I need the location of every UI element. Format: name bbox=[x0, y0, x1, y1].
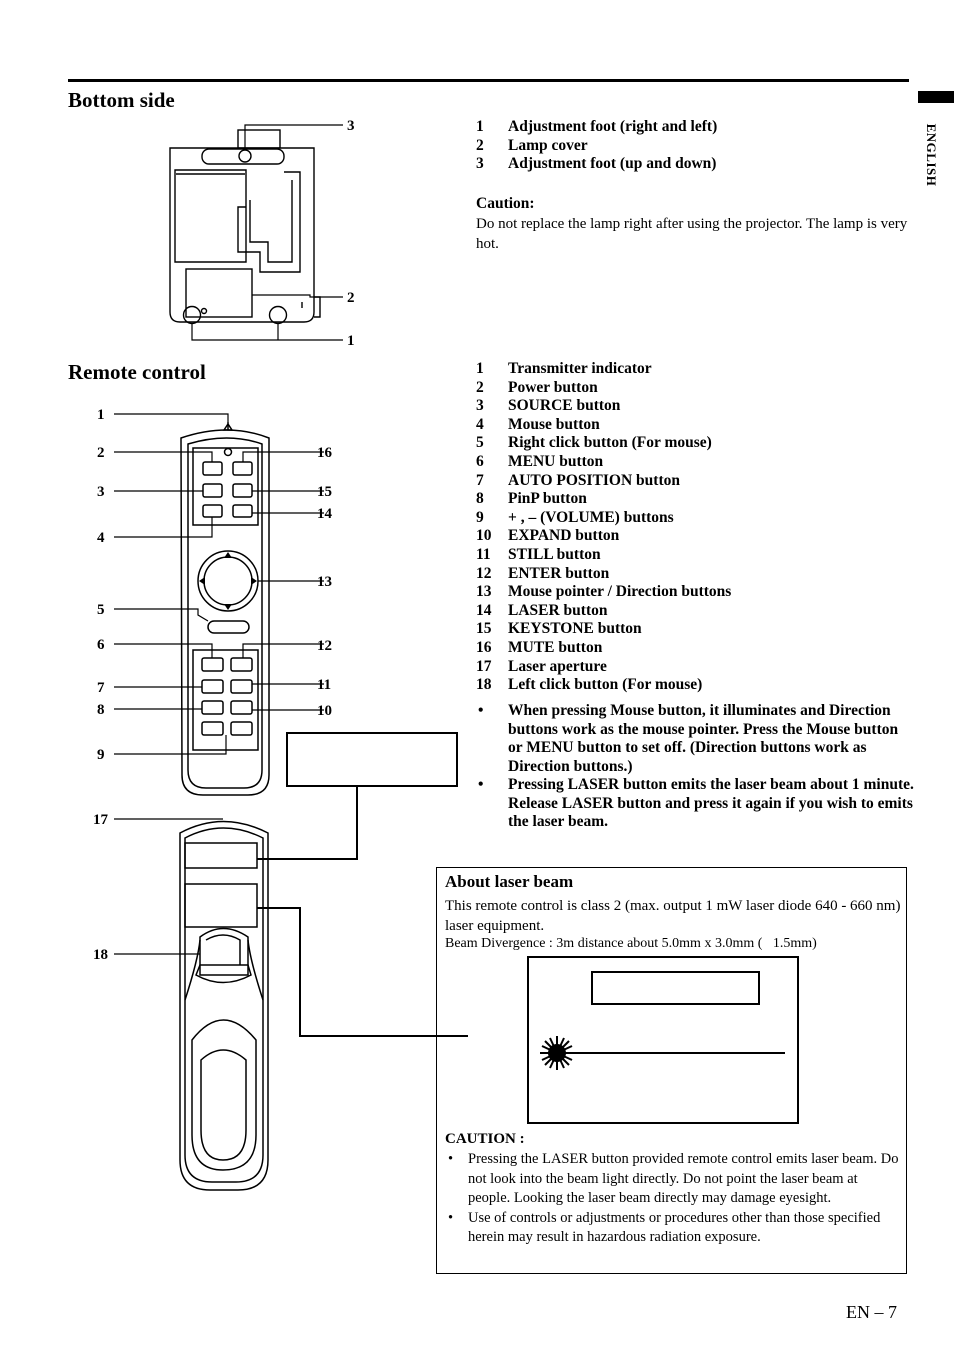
callout-remote-16: 16 bbox=[317, 445, 333, 461]
callout-remote-7: 7 bbox=[97, 680, 105, 696]
remote-control-heading: Remote control bbox=[68, 360, 206, 384]
note-item: When pressing Mouse button, it illuminat… bbox=[476, 702, 916, 776]
caution-item: Pressing the LASER button provided remot… bbox=[445, 1150, 900, 1209]
callout-remote-6: 6 bbox=[97, 637, 105, 653]
callout-remote-4: 4 bbox=[97, 530, 105, 546]
callout-remote-17: 17 bbox=[93, 812, 109, 828]
laser-caution-title: CAUTION : bbox=[445, 1131, 525, 1147]
top-rule bbox=[68, 79, 909, 82]
remote-control-diagram: 1 2 3 4 5 6 7 8 9 17 18 16 15 14 13 12 1… bbox=[93, 407, 468, 1191]
callout-remote-5: 5 bbox=[97, 602, 105, 618]
callout-remote-18: 18 bbox=[93, 947, 108, 963]
language-tab-bar bbox=[918, 91, 954, 103]
laser-info-box bbox=[436, 867, 907, 1274]
language-label: ENGLISH bbox=[924, 123, 939, 187]
note-item: Pressing LASER button emits the laser be… bbox=[476, 776, 916, 832]
callout-bottom-3: 3 bbox=[347, 118, 355, 134]
callout-remote-3: 3 bbox=[97, 484, 105, 500]
callout-remote-10: 10 bbox=[317, 703, 332, 719]
bottom-caution-text: Do not replace the lamp right after usin… bbox=[476, 216, 908, 252]
callout-bottom-1: 1 bbox=[347, 333, 355, 349]
remote-notes: When pressing Mouse button, it illuminat… bbox=[476, 702, 916, 832]
laser-box-title: About laser beam bbox=[445, 872, 574, 891]
bottom-side-heading: Bottom side bbox=[68, 88, 175, 112]
laser-box-text: This remote control is class 2 (max. out… bbox=[445, 898, 901, 934]
callout-bottom-2: 2 bbox=[347, 290, 355, 306]
projector-bottom-diagram: 3 2 1 bbox=[169, 118, 355, 349]
laser-label-illustration bbox=[527, 956, 799, 1124]
callout-remote-9: 9 bbox=[97, 747, 105, 763]
callout-remote-13: 13 bbox=[317, 574, 332, 590]
callout-remote-14: 14 bbox=[317, 506, 333, 522]
laser-caution-list: Pressing the LASER button provided remot… bbox=[445, 1150, 900, 1248]
callout-remote-11: 11 bbox=[317, 677, 331, 693]
laser-starburst-icon bbox=[540, 1036, 574, 1070]
callout-remote-8: 8 bbox=[97, 702, 105, 718]
callout-remote-12: 12 bbox=[317, 638, 332, 654]
list-item: 9+ , – (VOLUME) buttons bbox=[476, 508, 674, 526]
callout-remote-2: 2 bbox=[97, 445, 105, 461]
language-tab: ENGLISH bbox=[920, 112, 942, 198]
bottom-caution-title: Caution: bbox=[476, 195, 535, 212]
laser-box-divergence: Beam Divergence : 3m distance about 5.0m… bbox=[445, 936, 817, 951]
page-number: EN – 7 bbox=[846, 1302, 897, 1322]
caution-item: Use of controls or adjustments or proced… bbox=[445, 1209, 900, 1248]
callout-remote-15: 15 bbox=[317, 484, 332, 500]
callout-remote-1: 1 bbox=[97, 407, 105, 423]
